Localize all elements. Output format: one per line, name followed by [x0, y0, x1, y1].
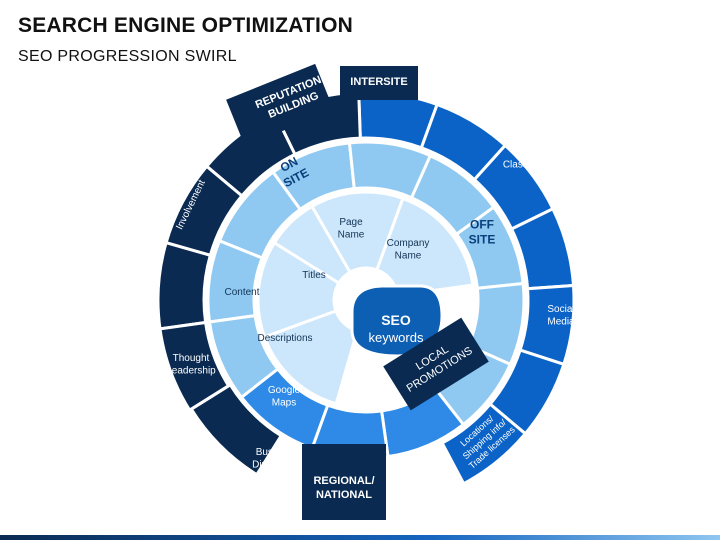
outer-navy-segment [156, 240, 213, 331]
reputation-building-box [226, 63, 334, 147]
outer-navy-segment [158, 320, 231, 413]
local-promotions-box [383, 317, 489, 411]
middle-segment [206, 238, 265, 324]
middle-segment [217, 170, 303, 260]
inner-segment [256, 240, 341, 339]
page-subtitle: SEO PROGRESSION SWIRL [18, 48, 237, 65]
inner-segment [374, 196, 475, 298]
middle-item-regional-national: REGIONAL/NATIONAL [313, 475, 374, 501]
inner-segment [262, 308, 360, 406]
inner-segment [272, 204, 353, 286]
regional-national-box [302, 444, 386, 520]
outer-label-intersite: INTERSITE [350, 76, 407, 88]
outer-navy-segment [164, 164, 245, 258]
middle-item-local-info: Local Info [335, 399, 379, 410]
footer-bar [0, 535, 720, 540]
center-keywords-shape [350, 284, 444, 358]
inner-item-titles: Titles [302, 270, 326, 281]
inner-item-descriptions: Descriptions [257, 333, 312, 344]
middle-segment [207, 313, 280, 400]
center-title: SEO [381, 312, 411, 328]
center-subtitle: keywords [369, 330, 424, 345]
inner-segment [309, 190, 405, 275]
page-title: SEARCH ENGINE OPTIMIZATION [18, 14, 353, 37]
outer-tail-segment [189, 382, 284, 477]
inner-item-content: Content [224, 287, 259, 298]
intersite-box [340, 66, 418, 100]
outer-segment [440, 401, 528, 486]
